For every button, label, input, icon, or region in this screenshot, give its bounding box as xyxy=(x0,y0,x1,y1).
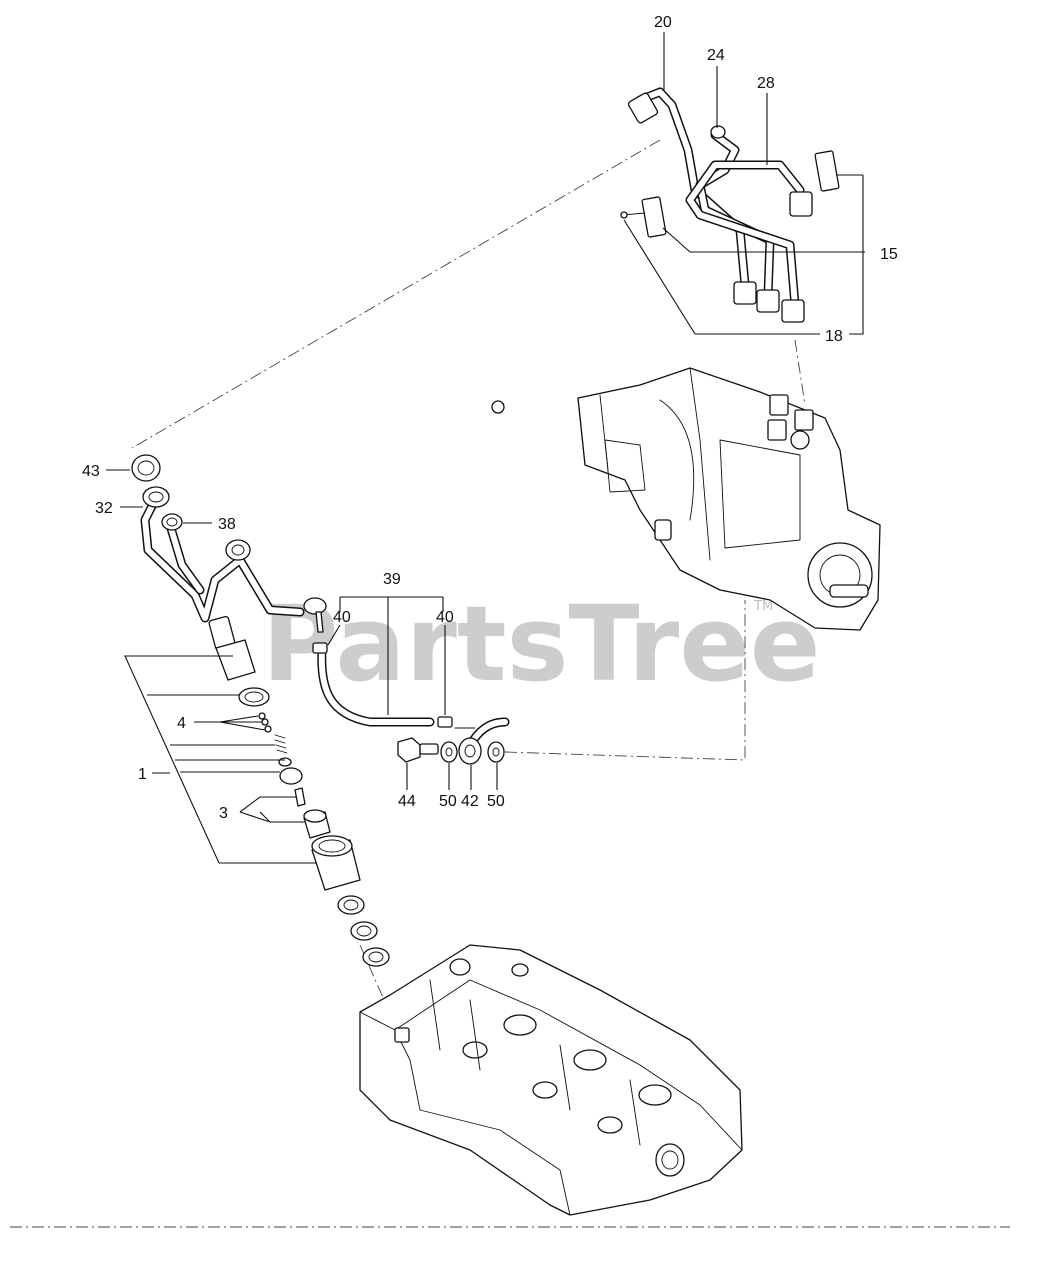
callout-38: 38 xyxy=(218,516,236,533)
injection-pipe-assembly xyxy=(627,87,813,323)
nozzle-assembly xyxy=(208,615,390,967)
callout-40-right: 40 xyxy=(436,609,454,626)
callouts: 20 24 28 15 18 43 32 38 39 40 40 4 1 3 4… xyxy=(82,14,898,822)
leak-off-line xyxy=(303,597,510,765)
callout-4: 4 xyxy=(177,715,186,732)
leader-lines xyxy=(106,32,865,864)
callout-44: 44 xyxy=(398,793,416,810)
injection-pipe-32 xyxy=(131,454,305,623)
pipe-clamps xyxy=(620,150,840,238)
callout-3: 3 xyxy=(219,805,228,822)
watermark-text: PartsTree xyxy=(262,583,820,705)
callout-42: 42 xyxy=(461,793,479,810)
callout-20: 20 xyxy=(654,14,672,31)
injection-pump xyxy=(491,367,881,631)
callout-1: 1 xyxy=(138,766,147,783)
callout-15: 15 xyxy=(880,246,898,263)
callout-50-right: 50 xyxy=(487,793,505,810)
callout-24: 24 xyxy=(707,47,725,64)
cylinder-head xyxy=(359,944,743,1216)
callout-40-left: 40 xyxy=(333,609,351,626)
callout-50-left: 50 xyxy=(439,793,457,810)
callout-32: 32 xyxy=(95,500,113,517)
callout-28: 28 xyxy=(757,75,775,92)
callout-18: 18 xyxy=(825,328,843,345)
callout-39: 39 xyxy=(383,571,401,588)
callout-43: 43 xyxy=(82,463,100,480)
watermark-trademark: TM xyxy=(753,599,773,614)
